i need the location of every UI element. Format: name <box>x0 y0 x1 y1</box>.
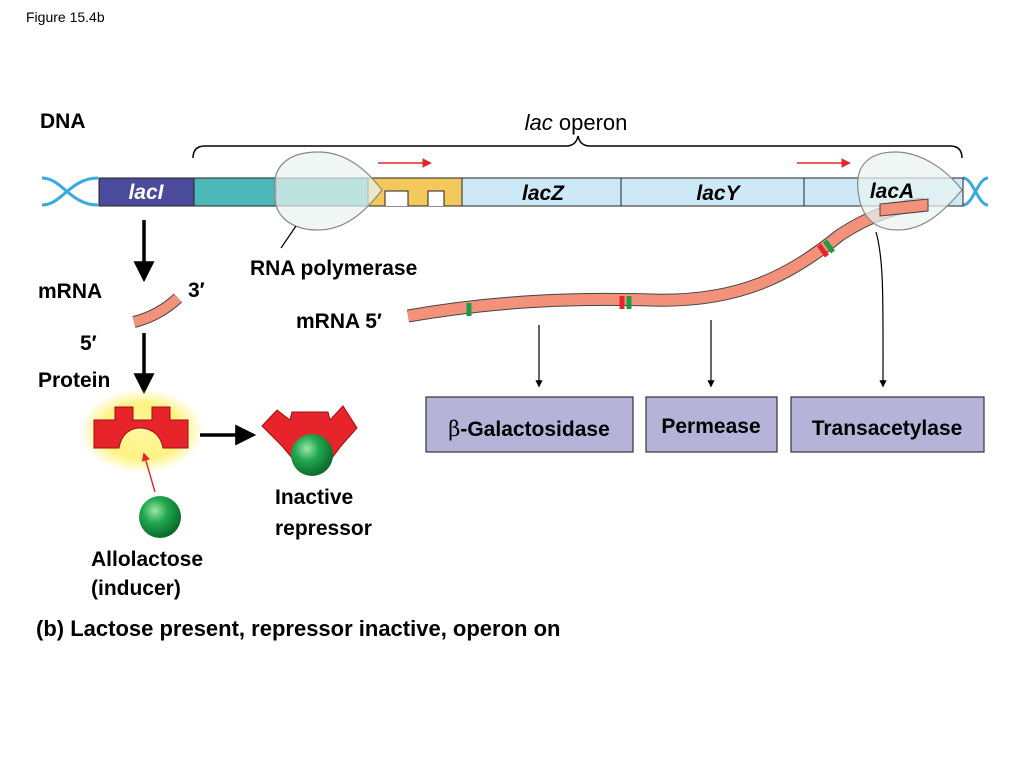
laci-base: lac <box>128 181 158 204</box>
figure-label: Figure 15.4b <box>26 9 105 25</box>
figure-caption: (b) Lactose present, repressor inactive,… <box>36 616 560 641</box>
dna-helix-left <box>41 176 99 207</box>
operator-region <box>367 177 463 207</box>
laca-gene-label: lacA <box>870 180 914 203</box>
repressor-mrna-fill <box>132 294 182 327</box>
inducer-binding-arrow <box>141 452 156 493</box>
lacz-gene-label: lacZ <box>522 182 565 205</box>
enzyme-box-transacetylase <box>790 396 985 453</box>
operon-label: lac operon <box>525 110 628 135</box>
beta-symbol: β <box>448 417 460 441</box>
mrna-start-codon-3 <box>822 239 836 254</box>
repressor-glow <box>80 389 204 473</box>
promoter-region <box>193 177 277 207</box>
mrna-left-five-prime: 5′ <box>80 332 97 355</box>
dna-label: DNA <box>40 110 86 133</box>
laci-suffix: I <box>158 181 165 204</box>
mrna-right-tip <box>879 198 929 217</box>
operon-label-italic: lac <box>525 110 553 135</box>
dna-helix-right <box>962 176 989 207</box>
enzyme-label-permease: Permease <box>661 415 760 438</box>
inactive-repressor-line-2: repressor <box>275 517 372 540</box>
lacz-gene <box>461 177 622 207</box>
galactosidase-text: -Galactosidase <box>460 418 609 441</box>
mrna-right-label: mRNA 5′ <box>296 310 382 333</box>
translation-arrow-transacetylase <box>875 231 887 388</box>
rna-polymerase-label: RNA polymerase <box>250 257 417 280</box>
enzyme-label-transacetylase: Transacetylase <box>812 417 963 440</box>
mrna-left-label: mRNA <box>38 280 102 303</box>
enzyme-box-permease <box>645 396 778 453</box>
inactive-repressor-line-1: Inactive <box>275 486 353 509</box>
protein-label: Protein <box>38 369 110 392</box>
lacy-gene <box>620 177 805 207</box>
lacy-gene-label: lacY <box>696 182 741 205</box>
operon-brace <box>192 135 963 159</box>
repressor-active <box>93 406 189 449</box>
inducer-label-line-1: Allolactose <box>91 548 203 571</box>
allolactose-inducer <box>139 496 181 538</box>
mrna-left-three-prime: 3′ <box>188 279 205 302</box>
rna-polymerase-left <box>274 151 383 231</box>
inducer-label-line-2: (inducer) <box>91 577 181 600</box>
laci-gene-label: lacI <box>128 181 164 204</box>
bound-inducer <box>291 434 333 476</box>
enzyme-label-galactosidase: β-Galactosidase <box>448 417 610 441</box>
rna-polymerase-pointer <box>280 225 297 249</box>
enzyme-box-galactosidase <box>425 396 634 453</box>
mrna-stop-codon-2 <box>816 243 830 258</box>
operator-notches <box>384 190 445 206</box>
operon-label-rest: operon <box>553 110 628 135</box>
